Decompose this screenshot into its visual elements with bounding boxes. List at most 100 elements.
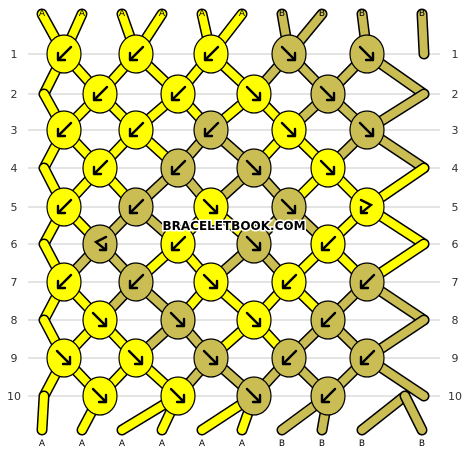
knot-arrow-icon	[280, 121, 297, 138]
knot-arrow-icon	[91, 387, 108, 404]
row-label-left: 10	[7, 390, 21, 403]
knot-arrow-icon	[202, 349, 219, 366]
bottom-tail-9	[358, 392, 409, 434]
knot-r4-3	[236, 148, 272, 188]
knot-arrow-icon	[245, 159, 262, 176]
knot-r2-1	[82, 74, 118, 114]
knot-r6-4	[310, 224, 346, 264]
knot-arrow-icon	[280, 45, 297, 62]
knot-r10-3	[236, 376, 272, 416]
row-label-right: 3	[452, 124, 459, 137]
knot-r5-5	[349, 187, 385, 227]
top-tail-10	[418, 10, 428, 58]
row-label-right: 9	[452, 352, 459, 365]
top-strand-label-5: A	[199, 9, 206, 19]
knot-r8-3	[236, 300, 272, 340]
knot-r4-4	[310, 148, 346, 188]
top-strand-label-7: B	[279, 9, 285, 19]
knot-arrow-icon	[91, 311, 108, 328]
knot-r8-1	[82, 300, 118, 340]
row-label-left: 9	[11, 352, 18, 365]
knot-arrow-icon	[92, 85, 109, 102]
row-label-left: 4	[11, 162, 18, 175]
knot-r3-3	[193, 110, 229, 150]
knot-arrow-icon	[320, 311, 337, 328]
knot-r9-3	[193, 338, 229, 378]
knot-r7-1	[46, 262, 82, 302]
knot-arrow-icon	[359, 349, 376, 366]
knot-arrow-icon	[170, 235, 187, 252]
row-label-left: 7	[11, 276, 18, 289]
knot-r1-5	[349, 34, 385, 74]
knot-arrow-icon	[203, 121, 220, 138]
knot-r8-4	[310, 300, 346, 340]
knot-arrow-icon	[128, 45, 145, 62]
row-label-left: 2	[11, 88, 18, 101]
knot-r3-1	[46, 110, 82, 150]
knot-arrow-icon	[128, 198, 145, 215]
knot-r10-1	[82, 376, 118, 416]
bottom-strand-label-10: B	[419, 439, 425, 449]
knot-arrow-icon	[203, 45, 220, 62]
row-label-left: 3	[11, 124, 18, 137]
knot-r6-2	[160, 224, 196, 264]
knot-r9-2	[118, 338, 154, 378]
knot-r6-1	[82, 224, 118, 264]
knot-r1-3	[193, 34, 229, 74]
knot-r9-1	[46, 338, 82, 378]
row-label-right: 6	[452, 238, 459, 251]
bottom-strand-label-3: A	[119, 439, 126, 449]
knot-arrow-icon	[319, 159, 336, 176]
knot-arrow-icon	[202, 198, 219, 215]
knot-arrow-icon	[92, 159, 109, 176]
knot-r2-3	[236, 74, 272, 114]
knot-r7-5	[349, 262, 385, 302]
bottom-strand-label-8: B	[319, 439, 325, 449]
row-label-left: 8	[11, 314, 18, 327]
bottom-strand-label-5: A	[199, 439, 206, 449]
row-label-left: 5	[11, 201, 18, 214]
knot-arrow-icon	[56, 273, 73, 290]
knot-r10-4	[310, 376, 346, 416]
knot-arrow-icon	[56, 121, 73, 138]
bottom-tail-1	[38, 392, 48, 434]
knot-r5-1	[46, 187, 82, 227]
top-strand-label-4: A	[159, 9, 166, 19]
knot-r2-4	[310, 74, 346, 114]
bottom-strand-label-1: A	[39, 439, 46, 449]
knot-arrow-icon	[359, 273, 376, 290]
knot-r1-4	[271, 34, 307, 74]
top-strand-label-2: A	[79, 9, 86, 19]
knot-arrow-icon	[319, 85, 336, 102]
knot-arrow-icon	[320, 235, 337, 252]
knot-r6-3	[236, 224, 272, 264]
knot-arrow-icon	[170, 85, 187, 102]
knot-r3-4	[271, 110, 307, 150]
knot-r1-1	[46, 34, 82, 74]
bottom-tail-10	[401, 392, 426, 434]
knot-r5-2	[118, 187, 154, 227]
knot-arrow-icon	[320, 387, 337, 404]
bottom-strand-label-9: B	[359, 439, 365, 449]
bottom-strand-label-4: A	[159, 439, 166, 449]
bottom-strand-label-2: A	[79, 439, 86, 449]
row-label-left: 6	[11, 238, 18, 251]
row-label-right: 1	[452, 48, 459, 61]
knot-r10-2	[160, 376, 196, 416]
knot-r7-4	[271, 262, 307, 302]
watermark-text: BRACELETBOOK.COM	[162, 219, 305, 233]
knot-arrow-icon	[280, 198, 297, 215]
row-label-right: 8	[452, 314, 459, 327]
row-label-right: 4	[452, 162, 459, 175]
knot-arrow-icon	[245, 387, 262, 404]
row-label-right: 10	[448, 390, 462, 403]
row-label-right: 2	[452, 88, 459, 101]
knot-arrow-icon	[128, 121, 145, 138]
top-strand-label-10: B	[419, 9, 425, 19]
knot-r4-1	[82, 148, 118, 188]
knot-arrow-icon	[281, 273, 298, 290]
knot-arrow-icon	[170, 159, 187, 176]
